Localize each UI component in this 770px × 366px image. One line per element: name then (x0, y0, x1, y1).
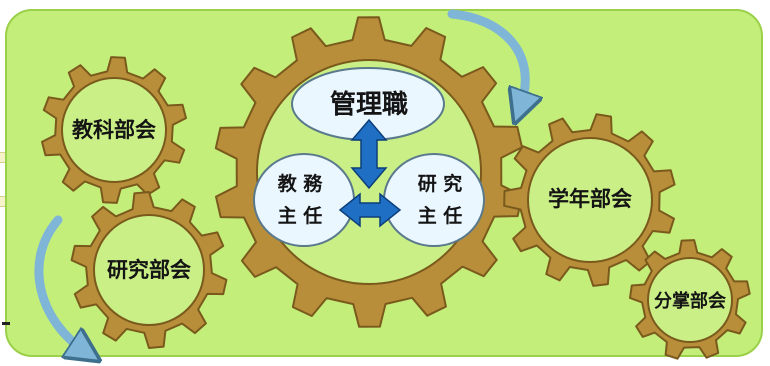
gear-gakunen (503, 113, 676, 287)
kyomu-shunin-bubble (253, 153, 355, 247)
gear-kyoka (41, 56, 187, 204)
vertical-double-arrow (350, 118, 388, 190)
gear-kyoka-center (61, 77, 167, 183)
kanrishoku-label: 管理職 (330, 90, 408, 120)
gear-kenkyu-center (93, 214, 205, 326)
kenkyu-line1-label: 研 究 (418, 172, 463, 195)
curved-arrow-bottom-left (34, 215, 86, 352)
small-mark (2, 322, 10, 325)
kenkyu-shunin-bubble (383, 153, 485, 247)
curved-arrow-top-right (447, 9, 525, 108)
gear-kenkyu (70, 191, 228, 349)
gear-bunsho (629, 239, 751, 360)
kenkyu-line2-label: 主 任 (418, 204, 463, 227)
horizontal-double-arrow (338, 192, 402, 228)
gear-bunsho-center (647, 257, 733, 343)
kyoka-bukai-label: 教科部会 (72, 118, 156, 142)
gakunen-bukai-label: 学年部会 (548, 187, 632, 211)
kyomu-line2-label: 主 任 (278, 204, 323, 227)
gear-gakunen-center (527, 137, 653, 263)
kyomu-line1-label: 教 務 (278, 172, 324, 195)
bunsho-bukai-label: 分掌部会 (654, 290, 726, 312)
kenkyu-bukai-label: 研究部会 (107, 258, 191, 282)
